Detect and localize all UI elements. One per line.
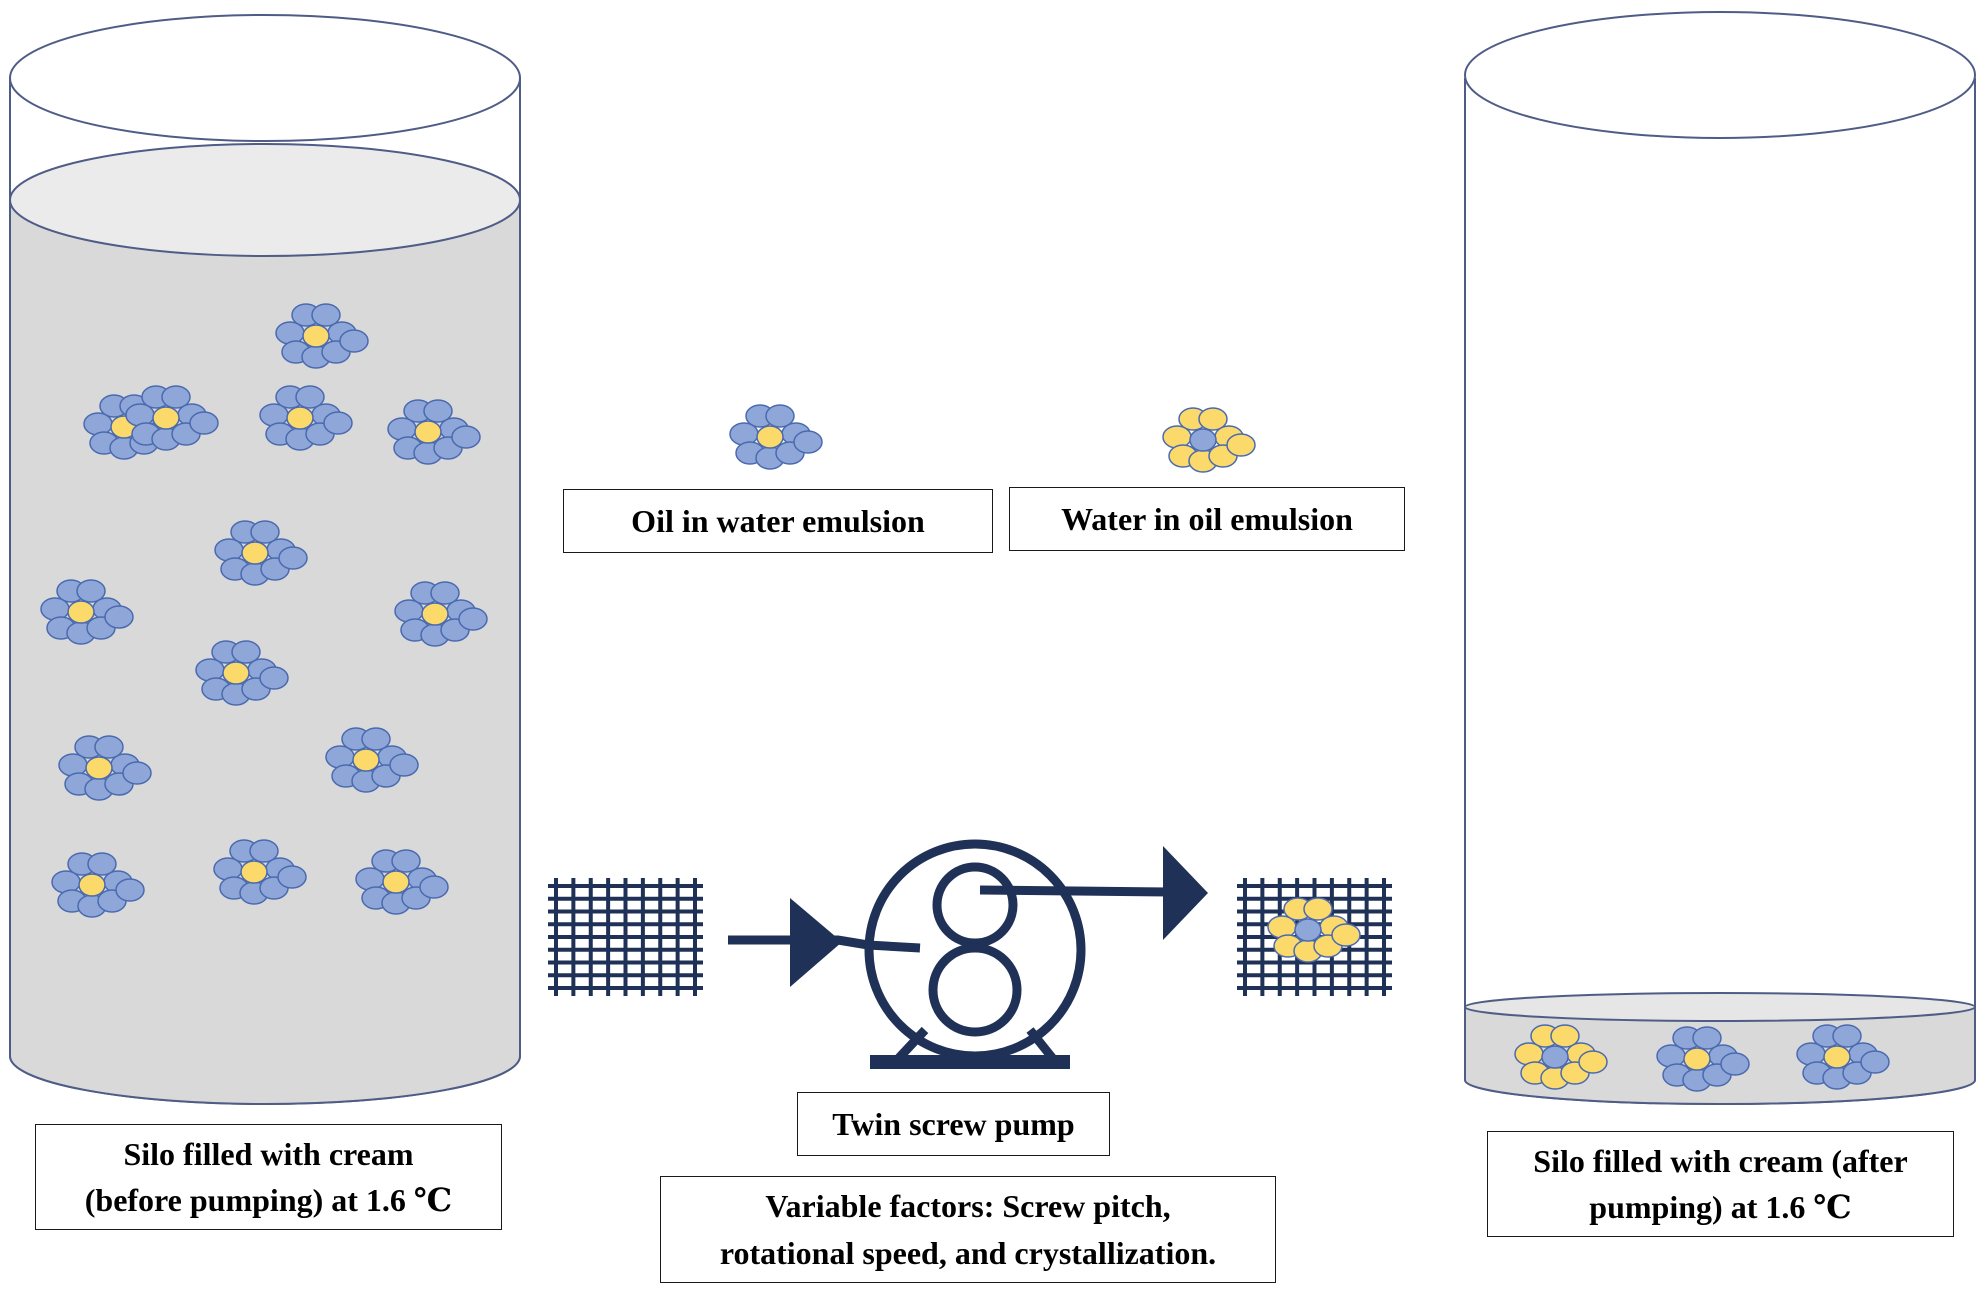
mesh-screen-with-droplet-icon: [1237, 878, 1392, 996]
water-in-oil-label: Water in oil emulsion: [1009, 487, 1405, 551]
oil-in-water-droplet-icon: [213, 839, 307, 905]
silo-rim: [9, 14, 521, 142]
silo-after-pumping: [1464, 11, 1976, 1105]
twin-screw-pump-icon: [864, 839, 1086, 1069]
cream-fill: [9, 199, 521, 1105]
pump-label: Twin screw pump: [797, 1092, 1110, 1156]
oil-in-water-droplet-icon: [51, 852, 145, 918]
oil-in-water-droplet-icon: [1796, 1024, 1890, 1090]
oil-in-water-droplet-icon: [325, 727, 419, 793]
inlet-arrow: [728, 898, 921, 987]
oil-in-water-droplet-icon: [355, 849, 449, 915]
oil-in-water-droplet-icon: [729, 404, 823, 470]
silo-before-droplets: [40, 303, 488, 918]
silo-after-droplets: [1514, 1024, 1890, 1092]
oil-in-water-droplet-icon: [1656, 1026, 1750, 1092]
water-in-oil-droplet-icon: [1162, 407, 1256, 473]
oil-in-water-label: Oil in water emulsion: [563, 489, 993, 553]
oil-in-water-droplet-icon: [40, 579, 134, 645]
outlet-arrow: [979, 846, 1208, 940]
oil-in-water-droplet-icon: [214, 520, 308, 586]
oil-in-water-droplet-icon: [387, 399, 481, 465]
silo-before-pumping: [9, 14, 521, 1105]
cream-surface: [9, 143, 521, 257]
oil-in-water-droplet-icon: [58, 735, 152, 801]
silo-before-label: Silo filled with cream (before pumping) …: [35, 1124, 502, 1230]
legend-droplets: [729, 404, 1256, 473]
variable-factors-label: Variable factors: Screw pitch, rotationa…: [660, 1176, 1276, 1283]
water-in-oil-droplet-icon: [1267, 897, 1361, 963]
water-in-oil-droplet-icon: [1514, 1024, 1608, 1090]
oil-in-water-droplet-icon: [195, 640, 289, 706]
silo-after-label: Silo filled with cream (after pumping) a…: [1487, 1131, 1954, 1237]
oil-in-water-droplet-icon: [125, 385, 219, 451]
oil-in-water-droplet-icon: [394, 581, 488, 647]
mesh-screen-icon: [548, 878, 703, 996]
oil-in-water-droplet-icon: [275, 303, 369, 369]
cream-surface: [1464, 992, 1976, 1022]
silo-rim: [1464, 11, 1976, 139]
oil-in-water-droplet-icon: [259, 385, 353, 451]
